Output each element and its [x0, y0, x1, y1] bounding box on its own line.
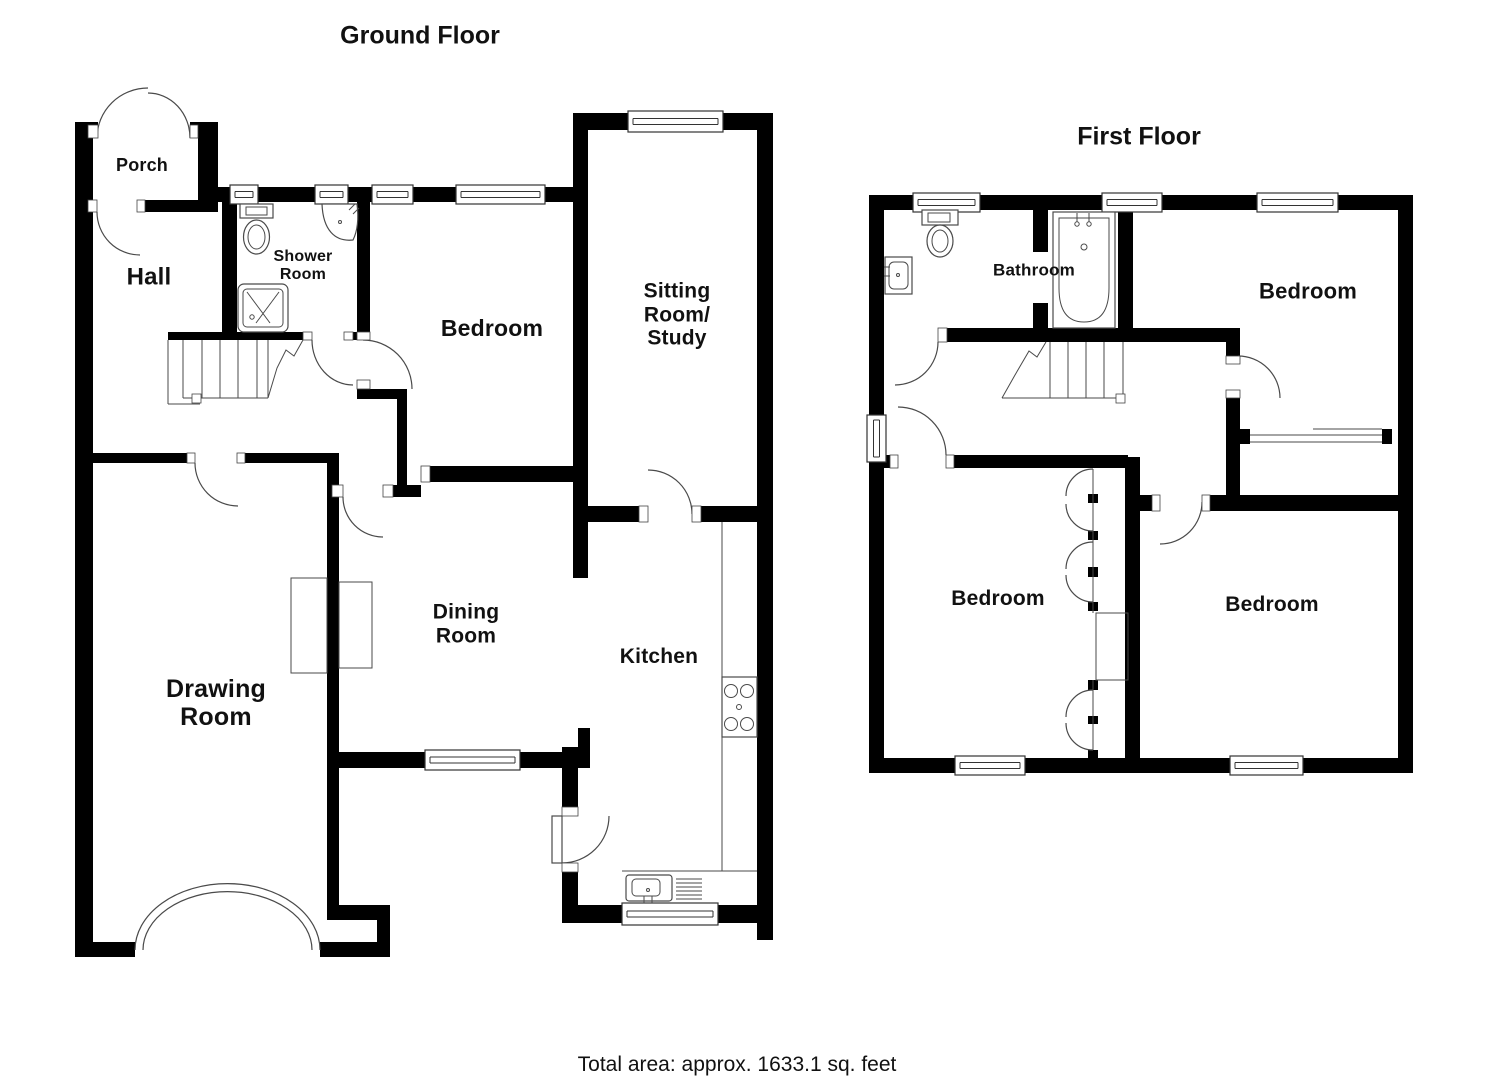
room-label-bedroom-top: Bedroom — [1259, 278, 1357, 304]
room-label-kitchen: Kitchen — [619, 645, 699, 669]
ground-floor-windows — [134, 110, 724, 951]
kitchen-back-door-icon — [551, 815, 610, 864]
toilet-icon — [239, 203, 274, 255]
room-label-bathroom: Bathroom — [993, 260, 1075, 280]
cupboard-doors-icon — [1065, 468, 1129, 751]
chimney-breast — [290, 577, 373, 674]
window-icon — [1101, 192, 1163, 213]
window-icon — [371, 184, 414, 205]
ground-floor-door-jambs — [87, 124, 702, 873]
window-icon — [424, 749, 521, 771]
room-label-bedroom-right: Bedroom — [1225, 593, 1319, 617]
window-icon — [912, 192, 981, 213]
first-floor-walls — [869, 195, 1413, 773]
window-icon — [1256, 192, 1339, 213]
bedroom-right-door-icon — [1159, 501, 1203, 545]
room-label-drawing-room: Drawing Room — [165, 674, 267, 731]
kitchen-sink-icon — [625, 874, 702, 903]
window-icon — [1229, 755, 1304, 776]
shower-tray-icon — [237, 283, 289, 333]
first-floor-stairs — [1001, 341, 1126, 404]
bedroom-door-icon — [362, 339, 413, 390]
wardrobe-icon — [1250, 428, 1382, 443]
drawing-room-door-icon — [194, 462, 239, 507]
first-floor-windows — [866, 192, 1339, 776]
bathroom-door-icon — [894, 341, 939, 386]
first-floor-door-jambs — [889, 327, 1241, 512]
room-label-bedroom-ground: Bedroom — [440, 315, 544, 342]
window-icon — [621, 902, 719, 926]
ground-floor-walls — [75, 113, 773, 957]
toilet-icon — [921, 209, 959, 258]
window-icon — [314, 184, 349, 205]
porch-hall-door-icon — [96, 211, 141, 256]
first-floor-plan — [866, 192, 1413, 776]
window-icon — [455, 184, 546, 205]
ground-floor-title: Ground Floor — [340, 21, 500, 50]
ground-floor-doors — [96, 87, 693, 864]
room-label-sitting-room: Sitting Room/ Study — [643, 279, 711, 350]
room-label-hall: Hall — [126, 263, 172, 291]
bedroom-left-door-icon — [897, 406, 947, 456]
dining-room-door-icon — [342, 496, 384, 538]
ground-floor-stairs — [167, 339, 304, 405]
window-icon — [954, 755, 1026, 776]
first-floor-doors — [894, 341, 1281, 545]
sitting-room-door-icon — [647, 469, 693, 515]
room-label-bedroom-left: Bedroom — [951, 587, 1045, 611]
porch-double-door-icon — [96, 87, 191, 139]
ground-floor-plan — [75, 87, 773, 957]
window-icon — [866, 414, 887, 463]
shower-room-door-icon — [311, 339, 354, 386]
bedroom-top-door-icon — [1237, 355, 1281, 399]
room-label-shower-room: Shower Room — [273, 247, 333, 283]
pedestal-basin-icon — [884, 256, 913, 295]
bay-window-icon — [134, 883, 321, 951]
room-label-dining-room: Dining Room — [432, 600, 500, 647]
bathtub-icon — [1052, 211, 1116, 329]
total-area-text: Total area: approx. 1633.1 sq. feet — [577, 1053, 897, 1076]
window-icon — [627, 110, 724, 133]
corner-basin-icon — [321, 203, 360, 241]
window-icon — [229, 184, 259, 205]
drainer-lines — [676, 878, 702, 900]
hob-icon — [721, 676, 758, 738]
first-floor-title: First Floor — [1077, 122, 1201, 151]
room-label-porch: Porch — [115, 154, 169, 175]
